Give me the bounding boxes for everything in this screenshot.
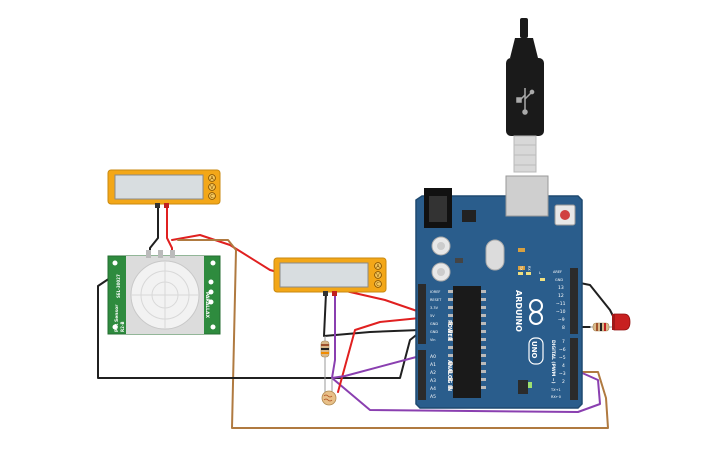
analog-header[interactable] [418, 350, 426, 400]
tx-led [518, 272, 523, 275]
digital-pin-label: TX→1 [550, 388, 561, 392]
icsp-header [518, 380, 528, 394]
digital-pin-label: 8 [562, 325, 565, 331]
digital-pin-label: RX←0 [551, 395, 561, 399]
usb-cable[interactable] [506, 18, 544, 173]
led-resistor[interactable] [590, 322, 612, 332]
atmega-chip [453, 286, 481, 398]
digital-pin-label: 7 [562, 339, 565, 345]
meter-top[interactable]: A V C [107, 169, 221, 208]
pir-label-sub: R2-B [120, 321, 125, 332]
analog-pin-label: A2 [430, 370, 436, 376]
meter-middle[interactable]: A V C [273, 257, 387, 296]
wire-purple-ldr-a0[interactable] [331, 355, 421, 379]
wire-black-pir-gnd[interactable] [97, 277, 421, 379]
analog-pin-label: A5 [430, 394, 436, 400]
digital-pin-label: ~6 [559, 347, 566, 353]
power-section-label: POWER [446, 320, 452, 341]
red-led[interactable] [612, 313, 631, 331]
digital-pin-label: ~5 [559, 355, 566, 361]
uno-badge [528, 337, 544, 365]
digital-pin-label: 2 [562, 379, 565, 385]
arduino-logo-icon [529, 299, 543, 325]
pir-label-right: PARALLAX [204, 292, 210, 319]
power-pin-label: 5V [430, 314, 435, 318]
pir-label-top: SEL-30027 [116, 274, 121, 298]
analog-pin-label: A0 [430, 354, 436, 360]
meter-pin-label: C [210, 194, 214, 200]
digital-pin-labels: AREF GND 13 12 ~11 ~10 ~9 8 7 ~6 ~5 4 ~3… [550, 270, 566, 399]
digital-pin-label: ~9 [558, 317, 565, 323]
meter-pin-label: V [210, 185, 214, 191]
digital-header-lower[interactable] [570, 338, 578, 400]
power-pin-label: RESET [430, 298, 442, 302]
wire-black-meter2[interactable] [323, 292, 421, 337]
power-pin-label: GND [430, 330, 438, 334]
power-pin-labels: IOREF RESET 3.3V 5V GND GND Vin [430, 290, 442, 342]
power-pin-label: IOREF [430, 290, 440, 294]
usb-port [505, 175, 549, 217]
analog-pin-label: A1 [430, 362, 436, 368]
digital-pin-label: 12 [558, 293, 564, 299]
power-pin-label: 3.3V [430, 306, 439, 310]
digital-pin-label: ~11 [556, 301, 566, 307]
usb-icon [516, 88, 535, 115]
arduino-uno[interactable]: IOREF RESET 3.3V 5V GND GND Vin A0 A1 A2… [415, 175, 583, 409]
brand-label: ARDUINO [514, 290, 523, 332]
resistor-vertical[interactable] [320, 336, 330, 360]
tx-led-label: TX [519, 265, 523, 271]
wire-black-meter-pir[interactable] [149, 204, 159, 263]
rx-led-label: RX [527, 266, 531, 271]
wires [97, 204, 615, 429]
analog-pin-label: A3 [430, 378, 436, 384]
meter-pin-label: V [376, 273, 380, 279]
power-pin-label: GND [430, 322, 438, 326]
voltage-regulator [462, 210, 476, 222]
analog-section-label: ANALOG IN [446, 360, 452, 391]
digital-pin-label: 4 [562, 363, 565, 369]
digital-section-label: DIGITAL (PWM ~) [550, 340, 556, 384]
wire-purple-a0[interactable] [331, 292, 601, 413]
analog-pin-label: A4 [430, 386, 436, 392]
digital-pin-label: ~10 [556, 309, 566, 315]
model-label: UNO [530, 341, 538, 359]
wire-brown-loop[interactable] [177, 239, 609, 429]
meter-pin-label: A [210, 176, 214, 182]
crystal-oscillator [485, 239, 505, 271]
digital-header-upper[interactable] [570, 268, 578, 334]
photoresistor[interactable] [321, 360, 337, 406]
pir-sensor[interactable]: PIR Sensor R2-B SEL-30027 PARALLAX [107, 250, 221, 335]
wire-red-ldr-5v[interactable] [337, 317, 421, 393]
power-pin-label: Vin [430, 338, 436, 342]
l-led-label: L [539, 271, 541, 275]
digital-pin-label: AREF [553, 270, 562, 274]
l-led [540, 278, 545, 281]
meter-pin-label: A [376, 264, 380, 270]
analog-pin-labels: A0 A1 A2 A3 A4 A5 [430, 354, 436, 400]
digital-pin-label: GND [555, 278, 563, 282]
digital-pin-label: ~3 [559, 371, 566, 377]
rx-led [526, 272, 531, 275]
meter-pin-label: C [376, 282, 380, 288]
wire-red-pir-5v[interactable] [171, 234, 421, 313]
digital-pin-label: 13 [558, 285, 564, 291]
pir-label-left: PIR Sensor [114, 304, 120, 332]
power-header[interactable] [418, 284, 426, 344]
on-led [528, 382, 532, 388]
